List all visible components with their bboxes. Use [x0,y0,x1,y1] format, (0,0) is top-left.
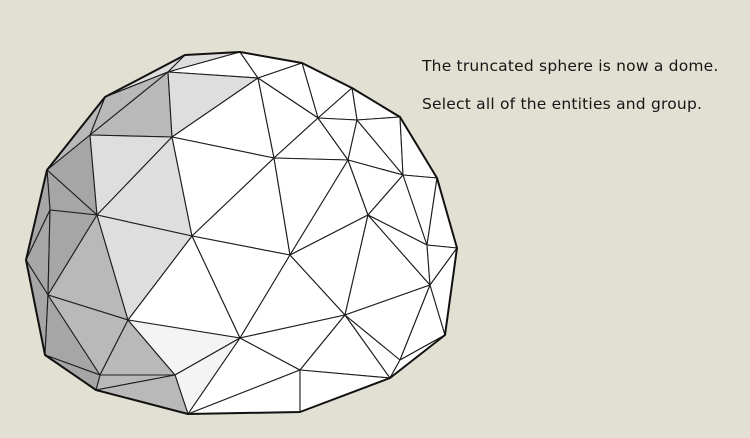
instruction-text-2: Select all of the entities and group. [422,95,703,113]
dome-silhouette-edge [25,51,458,415]
dome-face[interactable] [299,369,391,413]
instruction-text-1: The truncated sphere is now a dome. [422,57,719,75]
